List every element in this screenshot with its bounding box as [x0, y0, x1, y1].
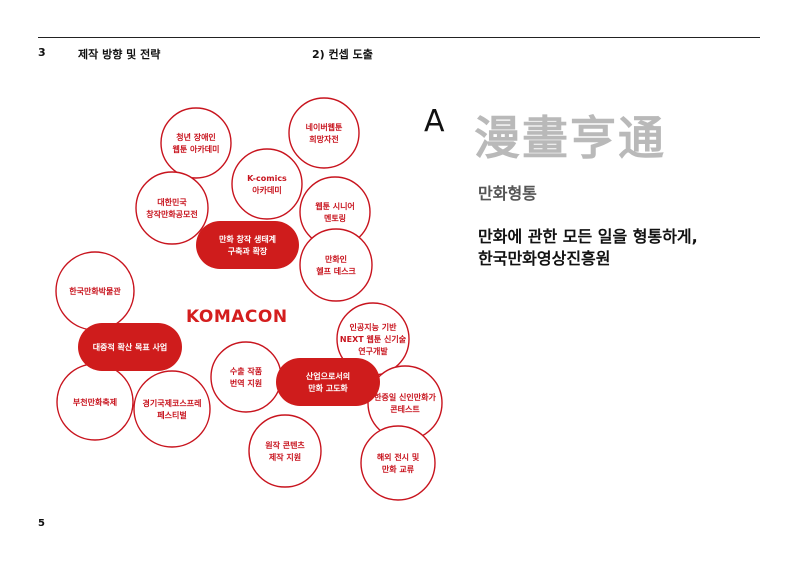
label-text: 네이버웹툰: [306, 122, 343, 132]
label-text: 수출 작품: [230, 366, 263, 376]
concept-description-line1: 만화에 관한 모든 일을 형통하게,: [478, 227, 698, 246]
label-text: 부천만화축제: [73, 397, 117, 407]
label-text: 만화인: [325, 254, 347, 264]
ecosystem-pill: [196, 221, 299, 269]
label-text: 만화 교류: [382, 464, 415, 474]
label-text: NEXT 웹툰 신기술: [340, 334, 407, 344]
circle-overseas-exhibition-exchange: [360, 425, 436, 501]
label-text: 원작 콘텐츠: [265, 440, 305, 450]
label-text: 한국만화박물관: [69, 286, 121, 296]
label-text: 해외 전시 및: [377, 452, 419, 462]
subsection-title: 2) 컨셉 도출: [312, 48, 373, 61]
label-text: 아카데미: [252, 185, 281, 195]
komacon-label: KOMACON: [186, 307, 288, 327]
label-text: K-comics: [247, 174, 287, 183]
label-text: 페스티벌: [157, 410, 186, 420]
label-text: 청년 장애인: [176, 132, 216, 142]
section-number: 3: [38, 46, 46, 59]
label-text: 연구개발: [358, 346, 388, 356]
industry-pill: [276, 358, 380, 406]
section-title: 제작 방향 및 전략: [78, 48, 161, 61]
label-text: 콘테스트: [390, 404, 420, 414]
circle-youth-webtoon-academy: [160, 107, 232, 179]
public-spread-pill: [78, 323, 182, 371]
label-text: 희망자전: [309, 134, 338, 144]
label-text: 만화 고도화: [308, 383, 348, 393]
label-text: 제작 지원: [269, 452, 301, 462]
header-rule: [38, 37, 760, 38]
circle-korea-cartoon-contest: [135, 171, 209, 245]
concept-description-line2: 한국만화영상진흥원: [478, 249, 611, 268]
label-text: 구축과 확장: [228, 246, 268, 256]
page-number: 5: [38, 518, 45, 529]
circle-naver-webtoon-self-sufficiency: [288, 97, 360, 169]
concept-hanja: 漫畫亨通: [474, 111, 666, 165]
circle-cartoonist-help-desk: [299, 228, 373, 302]
label-text: 대한민국: [157, 197, 187, 207]
circle-gyeonggi-cosplay-festival: [133, 370, 211, 448]
label-text: 산업으로서의: [306, 371, 350, 381]
circle-export-translation-support: [210, 341, 282, 413]
label-text: 경기국제코스프레: [143, 398, 202, 408]
label-text: 웹툰 시니어: [315, 201, 355, 211]
label-text: 인공지능 기반: [350, 322, 398, 332]
label-text: 한중일 신인만화가: [374, 392, 436, 402]
label-text: 멘토링: [324, 213, 346, 223]
label-text: 대중적 확산 목표 사업: [93, 342, 168, 352]
label-text: 웹툰 아카데미: [173, 144, 220, 154]
label-text: 헬프 데스크: [316, 266, 356, 276]
concept-description: 만화에 관한 모든 일을 형통하게, 한국만화영상진흥원: [478, 226, 698, 270]
concept-letter: A: [424, 104, 445, 139]
label-text: 만화 창작 생태계: [219, 234, 276, 244]
label-text: 창작만화공모전: [146, 209, 198, 219]
label-text: 번역 지원: [230, 378, 262, 388]
circle-original-content-production: [248, 414, 322, 488]
concept-name: 만화형통: [478, 184, 537, 203]
circle-k-comics-academy: [231, 148, 303, 220]
